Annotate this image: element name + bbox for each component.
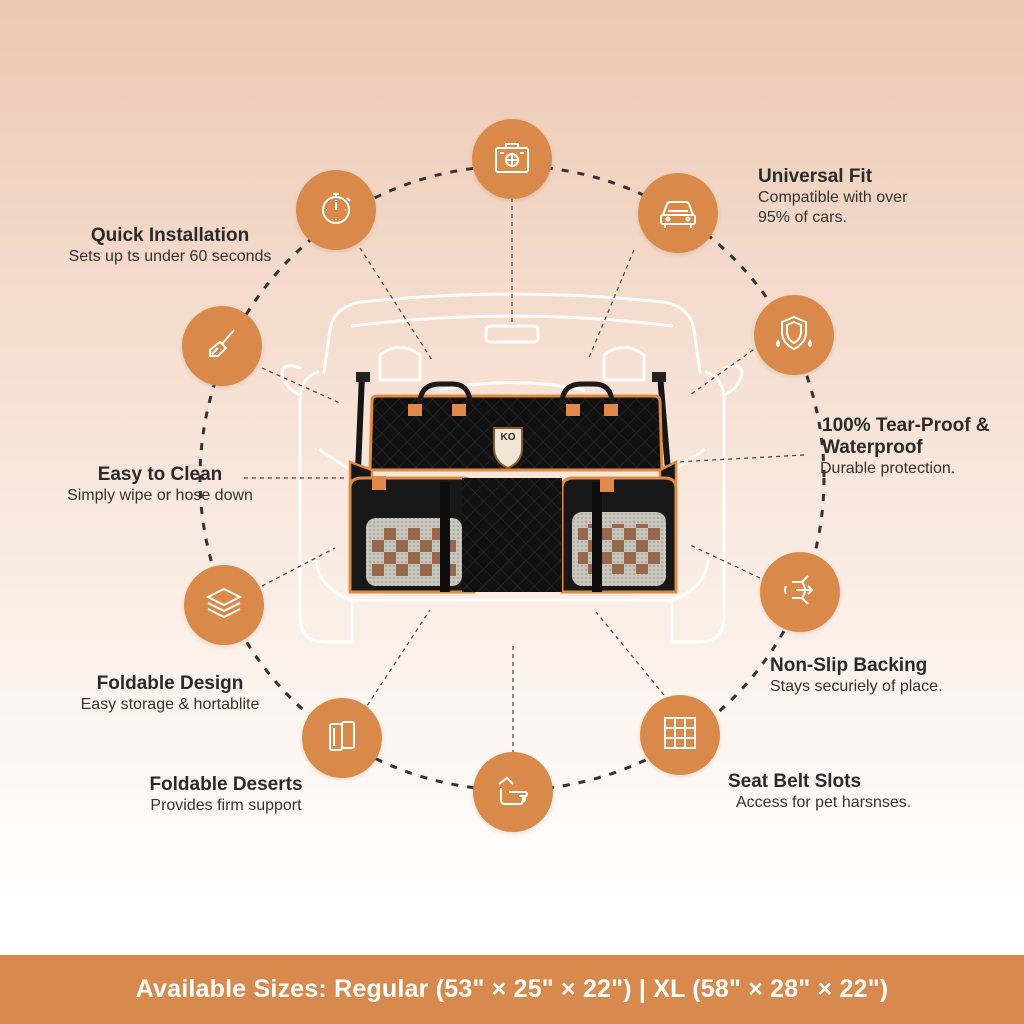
feature-subtitle: Provides firm support <box>150 797 302 814</box>
hand-icon <box>491 768 535 817</box>
feature-circle-easy-clean <box>182 306 262 386</box>
feature-title: Universal Fit <box>758 166 873 187</box>
feature-circle-tear-proof <box>754 295 834 375</box>
feature-label-seat-belt: Seat Belt Slots Access for pet harsnses. <box>728 771 968 813</box>
feature-subtitle: Sets up ts under 60 seconds <box>68 248 272 265</box>
feature-title: Non-Slip Backing <box>770 655 928 676</box>
feature-circle-seat-belt <box>640 695 720 775</box>
product-logo-text: KO <box>500 432 516 443</box>
feature-title: Quick Installation <box>90 225 250 246</box>
feature-circle-top <box>472 119 552 199</box>
feature-circle-non-slip <box>760 552 840 632</box>
layers-icon <box>202 581 246 630</box>
brush-icon <box>200 322 244 371</box>
feature-title: Seat Belt Slots <box>728 771 862 792</box>
feature-label-quick-install: Quick Installation Sets up ts under 60 s… <box>30 225 310 267</box>
feature-circle-universal-fit <box>638 173 718 253</box>
sizes-banner: Available Sizes: Regular (53" × 25" × 22… <box>0 955 1024 1024</box>
feature-circle-quick-install <box>296 170 376 250</box>
grip-arrows-icon <box>778 568 822 617</box>
seat-cover <box>348 372 678 594</box>
shield-droplet-icon <box>772 311 816 360</box>
feature-title: 100% Tear-Proof & Waterproof <box>822 415 990 458</box>
connector-lines <box>244 198 805 762</box>
feature-subtitle: Easy storage & hortablite <box>80 696 260 713</box>
feature-title: Foldable Design <box>96 673 244 694</box>
feature-title: Foldable Deserts <box>149 774 303 795</box>
car-icon <box>656 189 700 238</box>
feature-circle-bottom <box>473 752 553 832</box>
feature-title: Easy to Clean <box>97 464 223 485</box>
feature-label-easy-clean: Easy to Clean Simply wipe or hose down <box>30 464 290 506</box>
grid-icon <box>658 711 702 760</box>
briefcase-icon <box>490 135 534 184</box>
feature-subtitle: Stays securiely of place. <box>770 678 943 695</box>
car-outline <box>280 292 744 644</box>
feature-circle-foldable-deserts <box>302 698 382 778</box>
feature-label-universal-fit: Universal Fit Compatible with over 95% o… <box>758 166 988 228</box>
feature-label-foldable-deserts: Foldable Deserts Provides firm support <box>106 774 346 816</box>
feature-subtitle: Compatible with over 95% of cars. <box>758 189 908 226</box>
feature-subtitle: Access for pet harsnses. <box>736 794 912 811</box>
feature-label-foldable-design: Foldable Design Easy storage & hortablit… <box>40 673 300 715</box>
folded-panels-icon <box>320 714 364 763</box>
stopwatch-icon <box>314 186 358 235</box>
feature-subtitle: Simply wipe or hose down <box>67 487 253 504</box>
feature-label-tear-proof: 100% Tear-Proof & Waterproof Durable pro… <box>820 415 1010 479</box>
feature-label-non-slip: Non-Slip Backing Stays securiely of plac… <box>770 655 1010 697</box>
feature-ring <box>198 164 826 792</box>
feature-subtitle: Durable protection. <box>820 460 956 477</box>
feature-circle-foldable-design <box>184 565 264 645</box>
